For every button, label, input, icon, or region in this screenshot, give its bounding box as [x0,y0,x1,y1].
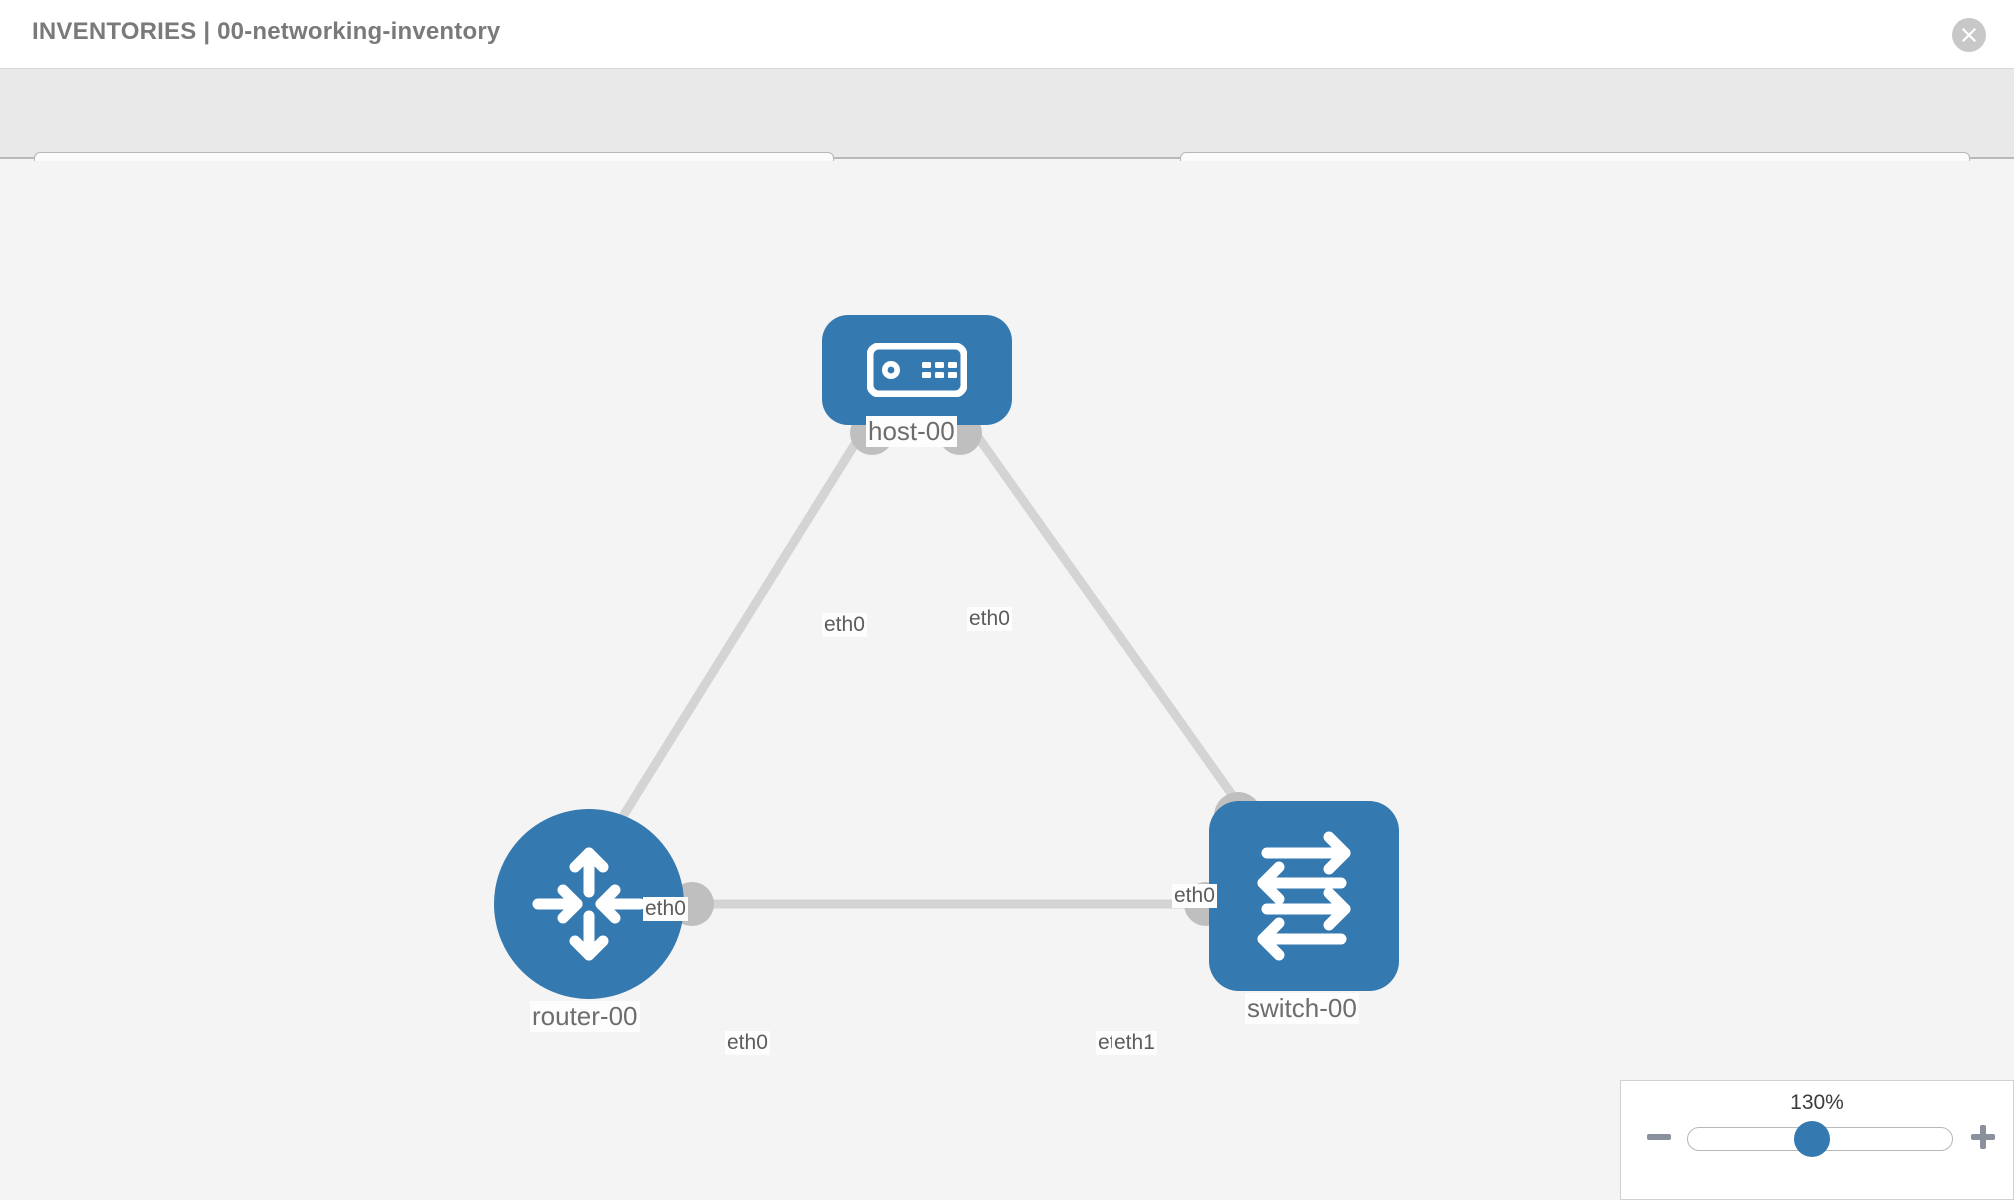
minus-icon[interactable] [1645,1123,1673,1151]
node-host-00[interactable]: host-00 [822,315,1012,447]
edge-label-host-left: eth0 [822,613,867,637]
page-title: INVENTORIES | 00-networking-inventory [32,18,501,45]
node-host-00-shape [822,315,1012,425]
node-router-00-label: router-00 [530,1001,640,1032]
close-icon[interactable] [1952,18,1986,52]
edge-label-router-up: eth0 [643,897,688,921]
link-host-switch [964,420,1249,816]
node-switch-00-shape [1209,801,1399,991]
switch-arrows-icon [1257,831,1351,961]
zoom-control-panel: 130% [1620,1080,2014,1200]
edge-label-router-right: eth0 [725,1031,770,1055]
edge-label-switch-up: eth0 [1172,884,1217,908]
topology-canvas[interactable]: host-00 [0,161,2014,1200]
plus-icon[interactable] [1969,1123,1997,1151]
link-host-router [616,420,872,824]
server-icon [867,343,967,397]
edge-label-host-right: eth0 [967,607,1012,631]
router-arrows-icon [532,847,646,961]
page-header: INVENTORIES | 00-networking-inventory [0,0,2014,69]
zoom-level-value: 130% [1790,1091,1844,1114]
node-switch-00[interactable]: switch-00 [1209,801,1399,1024]
zoom-slider-thumb[interactable] [1794,1121,1830,1157]
node-router-00[interactable]: router-00 [494,809,684,1032]
node-switch-00-label: switch-00 [1245,993,1359,1024]
node-host-00-label: host-00 [866,416,957,447]
edge-label-switch-left-b: eth1 [1112,1031,1157,1055]
toolbar: ACTIONS SEARCH [0,69,2014,202]
